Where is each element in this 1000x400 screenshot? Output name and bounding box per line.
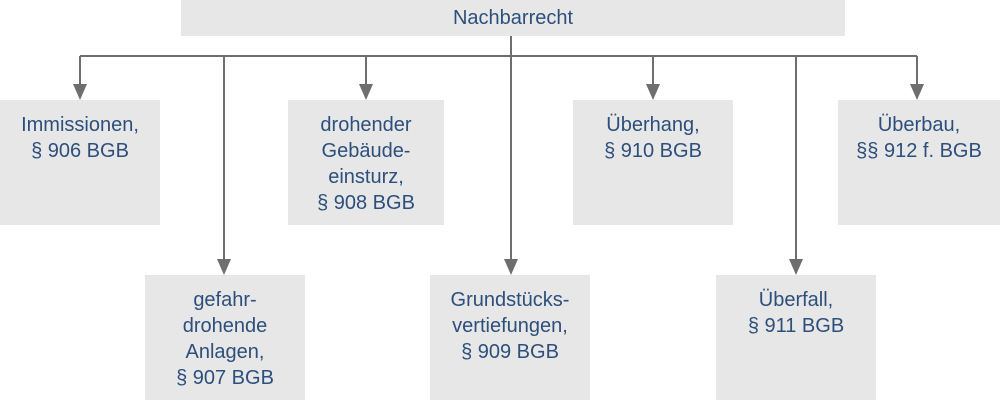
node-line: Überbau, (877, 114, 961, 136)
node-line: drohende (182, 315, 268, 337)
node-ueberbau: Überbau, §§ 912 f. BGB (838, 100, 1000, 225)
arrow-ueberhang (646, 84, 660, 100)
root-node-nachbarrecht: Nachbarrecht (181, 0, 845, 36)
arrow-grundstuecksvertiefungen (504, 259, 518, 275)
node-line: § 906 BGB (31, 140, 129, 162)
node-line: § 909 BGB (461, 341, 559, 363)
root-label: Nachbarrecht (452, 7, 574, 29)
node-gebaeudeeinsturz: drohender Gebäude- einsturz, § 908 BGB (288, 100, 444, 225)
node-ueberhang: Überhang, § 910 BGB (573, 100, 733, 225)
node-line: Grundstücks- (450, 289, 570, 311)
node-line: § 910 BGB (604, 140, 702, 162)
arrow-ueberfall (789, 259, 803, 275)
node-line: §§ 912 f. BGB (856, 140, 982, 162)
node-line: § 907 BGB (176, 367, 274, 389)
node-line: gefahr- (193, 289, 257, 311)
node-line: § 908 BGB (317, 192, 415, 214)
node-line: § 911 BGB (747, 315, 845, 337)
node-immissionen: Immissionen, § 906 BGB (0, 100, 160, 225)
arrow-immissionen (73, 84, 87, 100)
node-ueberfall: Überfall, § 911 BGB (716, 275, 876, 400)
arrow-gefahrdrohende-anlagen (217, 259, 231, 275)
node-line: Anlagen, (185, 341, 265, 363)
node-line: Überfall, (758, 289, 834, 311)
node-line: Überhang, (606, 114, 700, 136)
node-line: vertiefungen, (452, 315, 568, 337)
node-grundstuecksvertiefungen: Grundstücks- vertiefungen, § 909 BGB (430, 275, 590, 400)
arrow-ueberbau (910, 84, 924, 100)
node-line: drohender (320, 114, 412, 136)
arrow-gebaeudeeinsturz (359, 84, 373, 100)
node-gefahrdrohende-anlagen: gefahr- drohende Anlagen, § 907 BGB (145, 275, 305, 400)
node-line: Immissionen, (21, 114, 139, 136)
node-line: einsturz, (328, 166, 404, 188)
node-line: Gebäude- (321, 140, 411, 162)
